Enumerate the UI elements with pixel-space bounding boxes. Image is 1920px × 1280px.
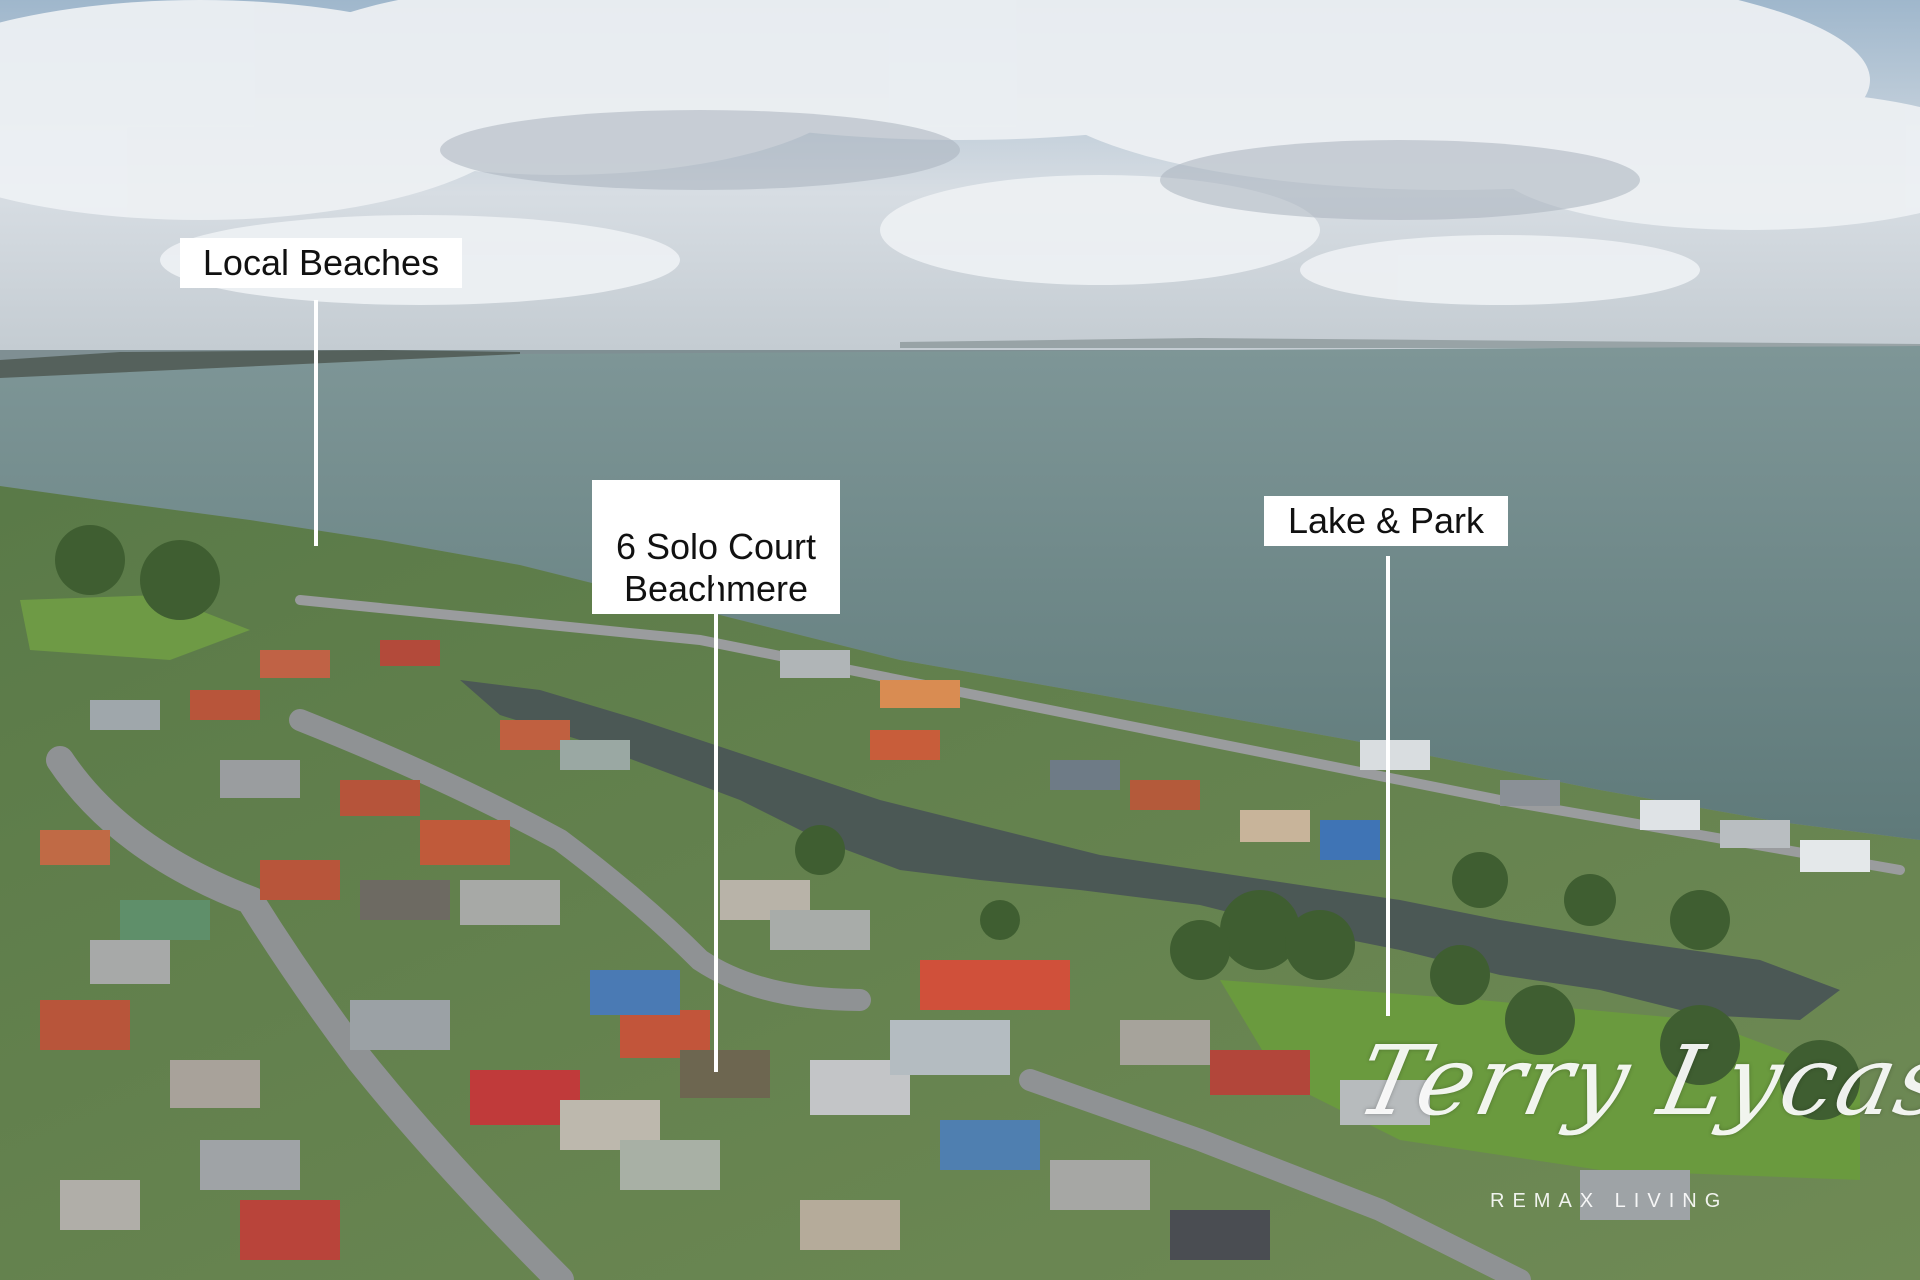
agent-watermark: Terry Lycas REMAX LIVING (1340, 1025, 1920, 1225)
callout-local-beaches-label: Local Beaches (202, 242, 440, 283)
leader-line-property (714, 572, 718, 1072)
leader-line-local-beaches (314, 300, 318, 546)
leader-line-lake-park (1386, 556, 1390, 1016)
callout-local-beaches: Local Beaches (180, 238, 462, 288)
bay-water (0, 346, 1920, 840)
callout-lake-park: Lake & Park (1264, 496, 1508, 546)
trees (55, 525, 1860, 1120)
callout-lake-park-label: Lake & Park (1287, 500, 1485, 541)
clouds (0, 0, 1920, 305)
houses (40, 640, 1870, 1260)
lake (460, 680, 1840, 1020)
watermark-subtitle: REMAX LIVING (1490, 1190, 1729, 1212)
watermark-script: Terry Lycas (1348, 1025, 1920, 1137)
